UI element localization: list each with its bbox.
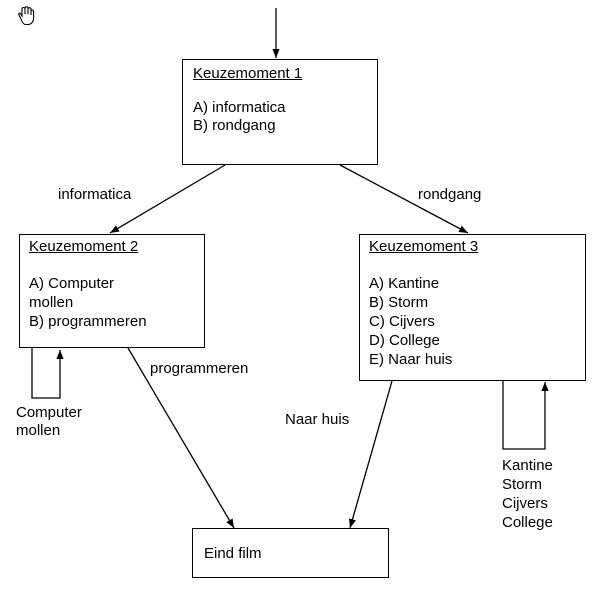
- loop-label-line: Cijvers: [502, 495, 548, 512]
- node-title: Keuzemoment 2: [29, 238, 139, 255]
- node-eind-film: Eind film: [192, 528, 389, 578]
- loop-k2: [31, 348, 64, 399]
- node-keuzemoment-2: Keuzemoment 2 A) Computer mollen B) prog…: [19, 234, 205, 348]
- edge-label-rondgang: rondgang: [418, 186, 482, 203]
- loop-label-line: mollen: [16, 422, 61, 439]
- loop-label-k2: Computer mollen: [16, 404, 82, 440]
- node-title: Keuzemoment 3: [369, 238, 479, 255]
- edge-label-naar-huis: Naar huis: [285, 411, 350, 428]
- loop-k3: [502, 381, 549, 450]
- arrow-informatica: [109, 164, 226, 234]
- loop-label-line: College: [502, 514, 553, 531]
- loop-label-line: Storm: [502, 476, 543, 493]
- option-list: A) Kantine B) Storm C) Cijvers D) Colleg…: [369, 274, 585, 369]
- hand-cursor-icon: [18, 6, 35, 26]
- node-title: Keuzemoment 1: [193, 65, 303, 82]
- option-item: D) College: [369, 332, 440, 349]
- option-item: C) Cijvers: [369, 313, 435, 330]
- option-list: A) informatica B) rondgang: [193, 99, 377, 135]
- arrow-programmeren: [127, 347, 235, 529]
- arrow-naar-huis: [349, 380, 393, 529]
- edge-label-programmeren: programmeren: [150, 360, 249, 377]
- edge-label-informatica: informatica: [58, 186, 132, 203]
- loop-label-k3: Kantine Storm Cijvers College: [502, 456, 553, 532]
- node-keuzemoment-3: Keuzemoment 3 A) Kantine B) Storm C) Cij…: [359, 234, 586, 381]
- option-item: B) rondgang: [193, 117, 276, 134]
- option-item: B) programmeren: [29, 313, 147, 330]
- node-title: Eind film: [204, 545, 262, 562]
- option-item: A) Computer: [29, 275, 115, 292]
- loop-label-line: Computer: [16, 404, 82, 421]
- loop-label-line: Kantine: [502, 457, 553, 474]
- option-item: E) Naar huis: [369, 351, 453, 368]
- option-item: A) informatica: [193, 99, 286, 116]
- option-list: A) Computer mollen B) programmeren: [29, 274, 204, 331]
- arrow-rondgang: [339, 164, 469, 234]
- option-item: A) Kantine: [369, 275, 440, 292]
- option-item: B) Storm: [369, 294, 429, 311]
- option-item: mollen: [29, 294, 74, 311]
- node-keuzemoment-1: Keuzemoment 1 A) informatica B) rondgang: [182, 59, 378, 165]
